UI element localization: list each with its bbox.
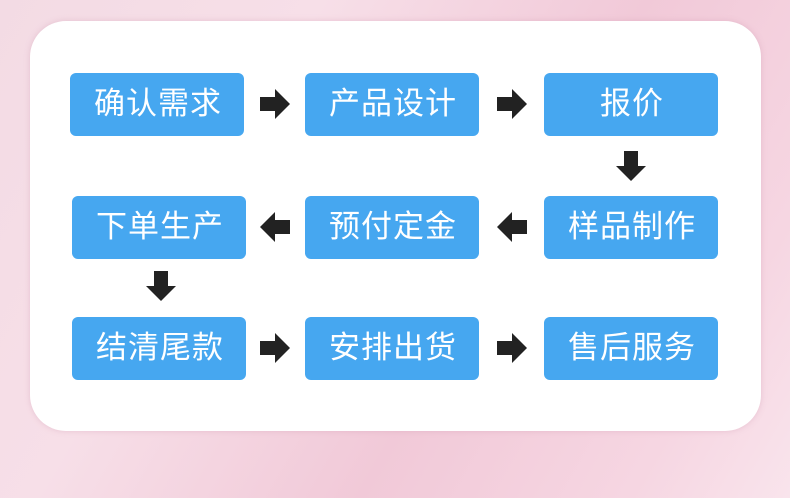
step-arrange-shipping: 安排出货 <box>305 317 479 380</box>
arrow-down-icon <box>613 148 649 184</box>
step-product-design: 产品设计 <box>305 73 479 136</box>
step-after-sales-service: 售后服务 <box>544 317 718 380</box>
arrow-right-icon <box>494 86 530 122</box>
step-sample-making: 样品制作 <box>544 196 718 259</box>
arrow-right-icon <box>257 86 293 122</box>
step-order-production: 下单生产 <box>72 196 246 259</box>
arrow-right-icon <box>494 330 530 366</box>
arrow-down-icon <box>143 268 179 304</box>
step-quotation: 报价 <box>544 73 718 136</box>
arrow-left-icon <box>494 209 530 245</box>
arrow-right-icon <box>257 330 293 366</box>
step-deposit-payment: 预付定金 <box>305 196 479 259</box>
arrow-left-icon <box>257 209 293 245</box>
step-final-payment: 结清尾款 <box>72 317 246 380</box>
step-confirm-requirements: 确认需求 <box>70 73 244 136</box>
